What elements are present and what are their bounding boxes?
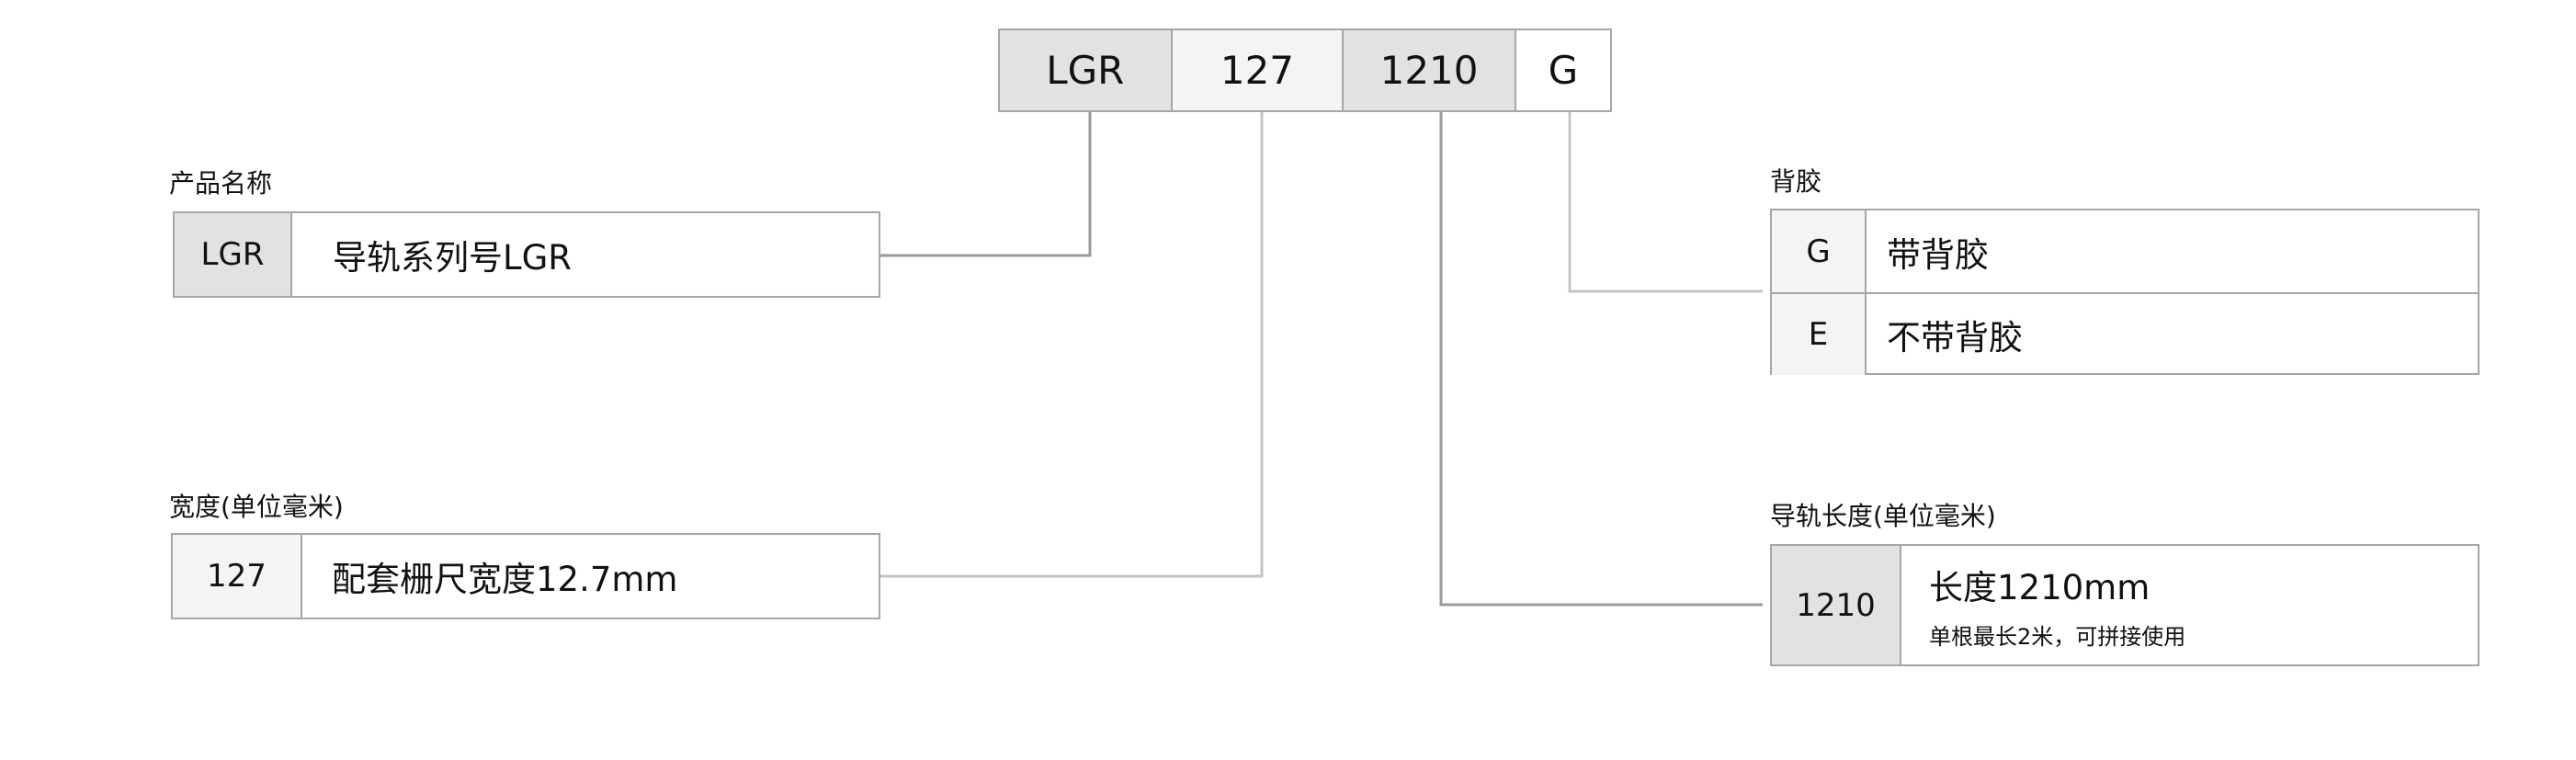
backing-table: G 带背胶 E 不带背胶: [1770, 209, 2480, 375]
width-title: 宽度(单位毫米): [169, 492, 344, 522]
length-text: 长度1210mm 单根最长2米，可拼接使用: [1901, 546, 2185, 664]
segment-length: 1210: [1342, 28, 1516, 112]
width-desc: 配套栅尺宽度12.7mm: [332, 560, 678, 599]
backing-title: 背胶: [1770, 166, 1822, 197]
length-title: 导轨长度(单位毫米): [1770, 501, 1996, 531]
backing-row: E 不带背胶: [1772, 294, 2478, 375]
width-code: 127: [173, 535, 302, 618]
backing-row: G 带背胶: [1772, 210, 2478, 294]
length-note: 单根最长2米，可拼接使用: [1929, 624, 2186, 650]
connector-length: [1439, 107, 1763, 607]
segment-backing: G: [1514, 28, 1612, 112]
segment-series: LGR: [998, 28, 1173, 112]
model-code: LGR 127 1210 G: [998, 28, 1612, 112]
backing-desc-e: 不带背胶: [1887, 318, 2023, 357]
product-box: LGR 导轨系列号LGR: [173, 211, 880, 298]
connector-width: [880, 107, 1264, 578]
width-box: 127 配套栅尺宽度12.7mm: [171, 533, 880, 619]
connector-backing: [1568, 107, 1763, 293]
product-desc: 导轨系列号LGR: [333, 238, 572, 278]
product-code: LGR: [175, 213, 292, 296]
backing-code-e: E: [1772, 294, 1867, 375]
connector-product: [880, 107, 1092, 257]
segment-width: 127: [1170, 28, 1345, 112]
backing-code-g: G: [1772, 210, 1867, 292]
backing-desc-g: 带背胶: [1887, 234, 1989, 275]
length-box: 1210 长度1210mm 单根最长2米，可拼接使用: [1770, 544, 2480, 666]
product-title: 产品名称: [169, 168, 273, 199]
length-desc: 长度1210mm: [1929, 568, 2150, 607]
length-code: 1210: [1772, 546, 1901, 664]
